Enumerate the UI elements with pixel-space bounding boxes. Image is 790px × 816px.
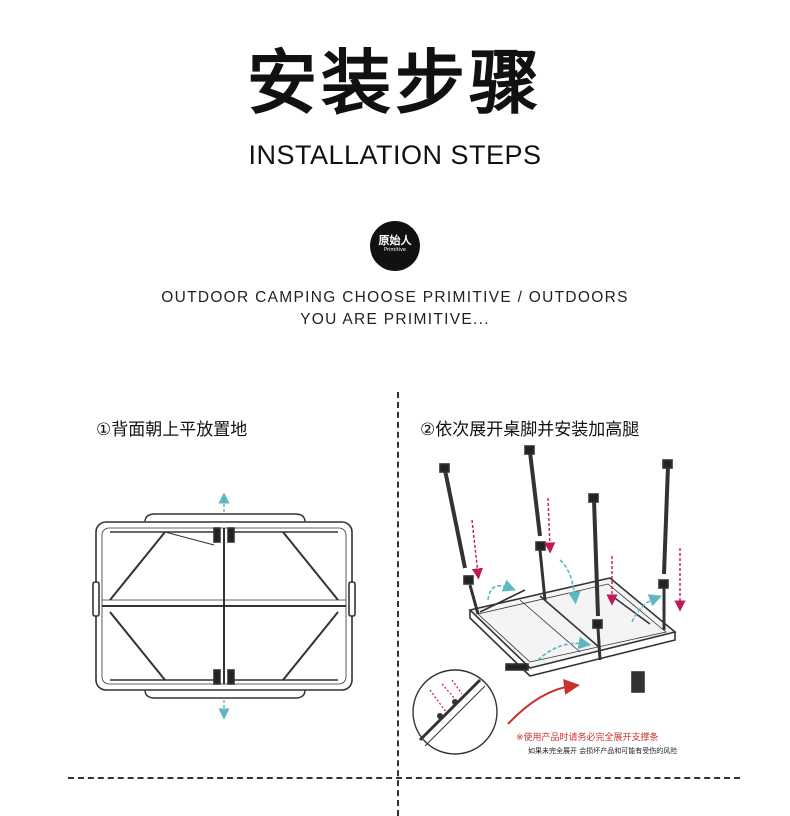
callout-arrow [507, 679, 580, 725]
logo-text-en: Primitive [383, 247, 407, 253]
step-1-label: ①背面朝上平放置地 [96, 420, 248, 440]
table-with-legs [439, 445, 677, 693]
logo-text-cn: 原始人 [378, 234, 412, 247]
brand-tagline: OUTDOOR CAMPING CHOOSE PRIMITIVE / OUTDO… [161, 289, 629, 328]
warning-detail: 如果未完全展开 会损坏产品和可能有受伤的风险 [528, 747, 678, 755]
table-top-view [92, 513, 356, 699]
step-2-label: ②依次展开桌脚并安装加高腿 [420, 420, 640, 440]
detail-circle [412, 669, 498, 755]
horizontal-divider [68, 777, 740, 779]
brand-logo: 原始人 Primitive [370, 221, 420, 271]
warning-text: ※使用产品时请务必完全展开支撑条 [516, 733, 659, 743]
vertical-divider [397, 392, 399, 816]
page-subtitle: INSTALLATION STEPS [248, 140, 542, 170]
insert-arrows [471, 497, 686, 612]
page-title: 安装步骤 [247, 42, 543, 124]
unfold-arrows [487, 559, 662, 661]
